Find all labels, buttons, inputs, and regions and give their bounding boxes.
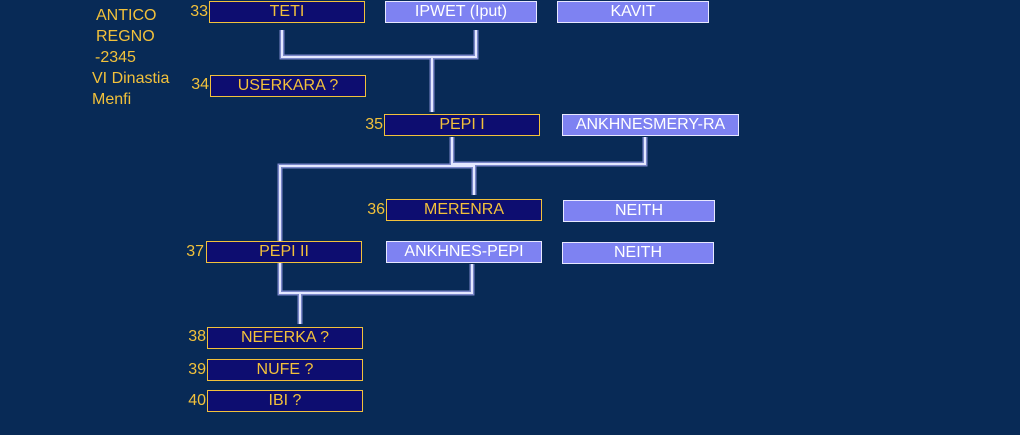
ruler-box-userkara: USERKARA ? [210,75,366,97]
teti-ipwet-bracket [279,30,479,60]
ruler-number-38: 38 [188,328,206,345]
ruler-box-neferka: NEFERKA ? [207,327,363,349]
period-line-date: -2345 [95,49,136,66]
consort-box-neith-2: NEITH [562,242,714,264]
ruler-number-36: 36 [367,201,385,218]
ruler-box-pepi-ii: PEPI II [206,241,362,263]
consort-box-ankhnesmery-ra: ANKHNESMERY-RA [562,114,739,136]
pepi2-ankhnespepi-bracket [277,264,475,296]
ruler-box-pepi-i: PEPI I [384,114,540,136]
ruler-number-34: 34 [191,76,209,93]
ruler-box-nufe: NUFE ? [207,359,363,381]
ruler-box-ibi: IBI ? [207,390,363,412]
ruler-number-33: 33 [190,3,208,20]
ruler-number-40: 40 [188,392,206,409]
ruler-number-37: 37 [186,243,204,260]
ruler-number-35: 35 [365,116,383,133]
ruler-box-merenra: MERENRA [386,199,542,221]
consort-box-neith-1: NEITH [563,200,715,222]
ruler-box-teti: TETI [209,1,365,23]
period-line-city: Menfi [92,91,132,108]
consort-box-ankhnes-pepi: ANKHNES-PEPI [386,241,542,263]
pepi1-ankhnesmery-bracket [449,137,648,167]
consort-box-kavit: KAVIT [557,1,709,23]
consort-box-ipwet: IPWET (Iput) [385,1,537,23]
period-line-dynasty: VI Dinastia [92,70,170,87]
period-label: ANTICO REGNO -2345 VI Dinastia Menfi [92,5,170,110]
ruler-number-39: 39 [188,361,206,378]
period-line-regno: REGNO [96,28,155,45]
period-line-antico: ANTICO [96,7,157,24]
